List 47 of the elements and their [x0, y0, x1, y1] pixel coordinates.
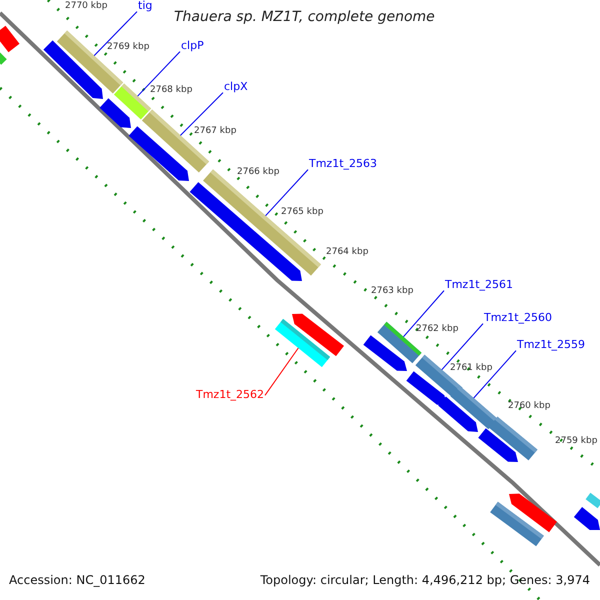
scale-label: 2766 kbp	[237, 167, 280, 178]
gene-label: Tmz1t_2561	[445, 279, 514, 292]
leader-line	[441, 323, 484, 370]
leader-line	[265, 169, 308, 216]
scale-label: 2760 kbp	[508, 401, 550, 412]
gene-bar	[0, 26, 20, 52]
leader-line	[137, 51, 180, 97]
gene-block	[574, 507, 600, 530]
scale-label: 2765 kbp	[281, 207, 324, 218]
title: Thauera sp. MZ1T, complete genome	[174, 9, 435, 26]
scale-label: 2767 kbp	[194, 126, 236, 136]
gene-block	[100, 98, 131, 128]
scale-label: 2759 kbp	[555, 436, 598, 446]
gene-block	[438, 396, 478, 432]
gene-bar	[488, 416, 538, 460]
gene-bar	[490, 502, 544, 546]
scale-label: 2762 kbp	[416, 324, 458, 334]
leader-line	[180, 92, 224, 136]
gene-block	[478, 428, 518, 462]
gene-label: tig	[138, 0, 152, 13]
gene-label: Tmz1t_2559	[517, 339, 586, 352]
gene-label: Tmz1t_2563	[309, 158, 378, 171]
gene-block	[363, 335, 407, 371]
gene-block	[128, 126, 189, 181]
gene-label: clpP	[181, 40, 204, 53]
footer-text: Accession: NC_011662	[9, 574, 146, 588]
scale-label: 2769 kbp	[107, 42, 150, 52]
gene-block	[509, 494, 557, 532]
footer-text: Topology: circular; Length: 4,496,212 bp; Genes: 3,974	[260, 574, 590, 588]
gene-block	[190, 182, 302, 281]
gene-block	[406, 371, 447, 405]
scale-label: 2763 kbp	[371, 286, 414, 296]
gene-label: Tmz1t_2562	[196, 389, 264, 402]
gene-bar	[0, 51, 7, 65]
scale-label: 2768 kbp	[150, 85, 192, 96]
gene-label: Tmz1t_2560	[484, 312, 552, 325]
scale-label: 2761 kbp	[450, 363, 492, 374]
leader-line	[94, 11, 138, 56]
gene-block	[292, 314, 344, 356]
leader-line	[264, 347, 299, 396]
gene-block	[43, 40, 103, 99]
scale-label: 2764 kbp	[326, 247, 368, 258]
leader-line	[473, 350, 516, 398]
scale-label: 2770 kbp	[65, 1, 108, 12]
gene-bar	[586, 492, 600, 508]
gene-label: clpX	[224, 81, 248, 94]
leader-line	[403, 290, 444, 338]
